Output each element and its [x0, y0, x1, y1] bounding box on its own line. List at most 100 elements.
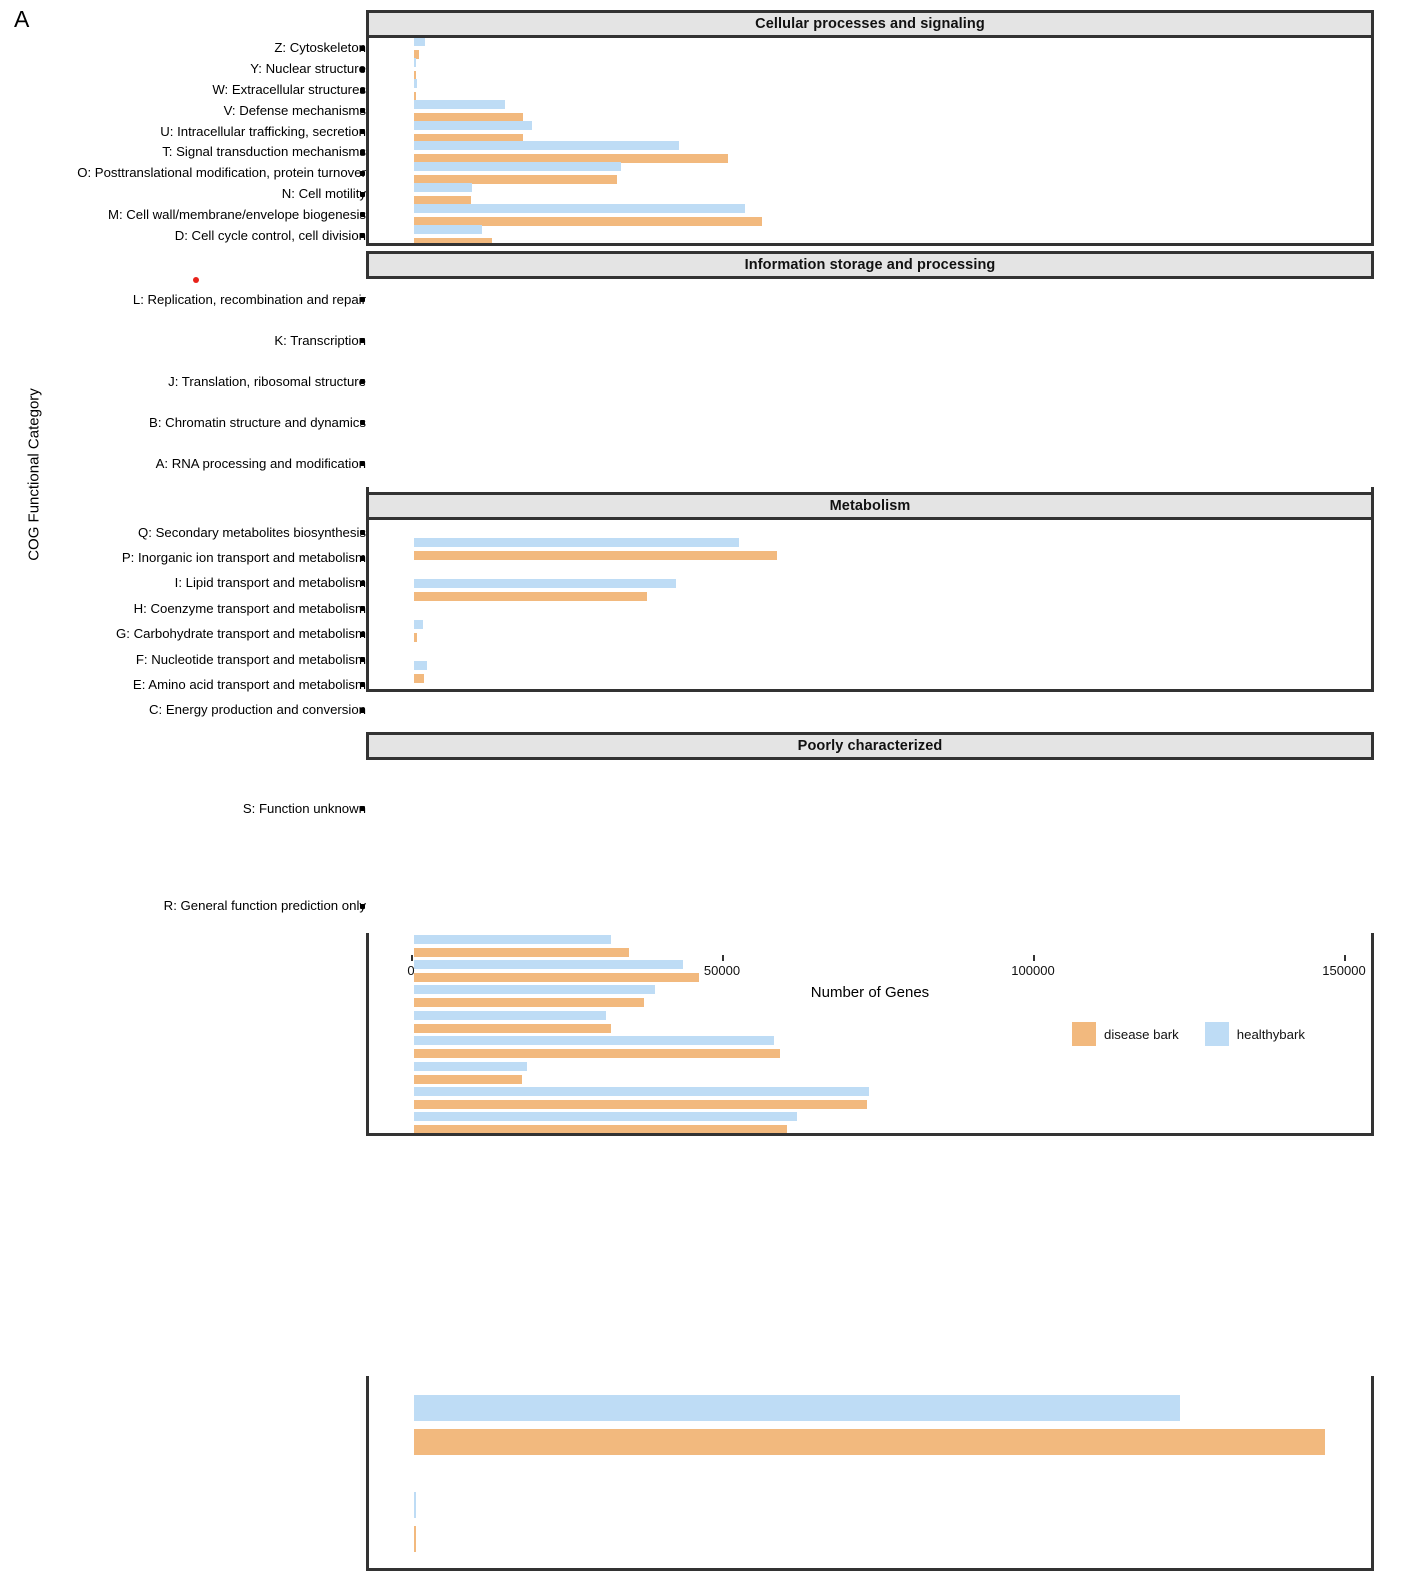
category-label: S: Function unknown	[242, 800, 366, 816]
cog-functional-category-bar-chart: A COG Functional Category Cellular proce…	[14, 6, 1374, 1571]
category-label: U: Intracellular trafficking, secretion	[160, 123, 366, 139]
bar-disease-bark	[414, 591, 648, 601]
legend-item-1[interactable]: disease bark	[1072, 1022, 1179, 1046]
legend-label: disease bark	[1104, 1026, 1179, 1042]
facet-strip-3: Metabolism	[366, 492, 1374, 520]
bar-disease-bark	[414, 550, 777, 560]
bar-disease-bark	[414, 50, 420, 60]
x-axis-tick-label: 100000	[1011, 963, 1055, 978]
category-label: K: Transcription	[274, 332, 366, 348]
x-axis-tick	[1033, 955, 1035, 961]
bar-healthybark	[414, 1492, 417, 1519]
bar-healthybark	[414, 224, 483, 234]
y-axis-title: COG Functional Category	[25, 388, 43, 561]
category-tick	[360, 580, 365, 586]
bar-disease-bark	[414, 1428, 1325, 1455]
category-tick	[360, 191, 365, 197]
category-label: D: Cell cycle control, cell division	[174, 227, 366, 243]
category-label: E: Amino acid transport and metabolism	[132, 676, 366, 692]
category-label: P: Inorganic ion transport and metabolis…	[121, 550, 366, 566]
facet-plot-4	[366, 1376, 1374, 1571]
bar-healthybark	[414, 537, 739, 547]
category-label: L: Replication, recombination and repair	[132, 291, 366, 307]
category-label: N: Cell motility	[281, 186, 366, 201]
category-tick	[360, 66, 365, 72]
legend-swatch	[1072, 1022, 1096, 1046]
bar-healthybark	[414, 58, 417, 68]
bar-healthybark	[414, 985, 656, 995]
bar-disease-bark	[414, 175, 618, 185]
x-axis: 0 50000 100000 150000	[366, 955, 1374, 1015]
category-tick	[360, 555, 365, 561]
bar-disease-bark	[414, 196, 472, 205]
bar-healthybark	[414, 1394, 1180, 1421]
category-tick	[360, 682, 365, 688]
category-tick	[360, 631, 365, 637]
legend: disease bark healthybark	[1072, 1022, 1305, 1046]
facet-strip-label: Information storage and processing	[744, 257, 996, 273]
facet-strip-label: Metabolism	[829, 498, 911, 514]
bar-healthybark	[414, 183, 473, 192]
bar-disease-bark	[414, 973, 700, 983]
bar-disease-bark	[414, 1074, 522, 1084]
bar-disease-bark	[414, 71, 416, 81]
bar-healthybark	[414, 1086, 869, 1096]
bar-disease-bark	[414, 133, 524, 143]
category-tick	[360, 903, 365, 909]
facet-strip-label: Poorly characterized	[797, 738, 943, 754]
legend-swatch	[1204, 1022, 1229, 1046]
category-label: Q: Secondary metabolites biosynthesis	[138, 524, 366, 540]
category-label: I: Lipid transport and metabolism	[174, 575, 366, 591]
panel-letter: A	[14, 6, 30, 32]
bar-disease-bark	[414, 632, 418, 642]
x-axis-tick	[722, 955, 724, 961]
category-tick	[360, 129, 365, 135]
legend-label: healthybark	[1236, 1026, 1305, 1042]
bar-disease-bark	[414, 1125, 787, 1133]
category-label: V: Defense mechanisms	[223, 102, 366, 118]
x-axis-tick-label: 50000	[703, 963, 741, 978]
x-axis-tick	[1344, 955, 1346, 961]
bar-disease-bark	[414, 1049, 780, 1059]
bar-disease-bark	[414, 237, 493, 243]
category-label: Y: Nuclear structure	[250, 61, 366, 77]
bar-disease-bark	[414, 998, 645, 1008]
bar-disease-bark	[414, 1023, 611, 1033]
bar-healthybark	[414, 1010, 606, 1020]
legend-item-2[interactable]: healthybark	[1204, 1022, 1305, 1046]
category-label: R: General function prediction only	[163, 898, 366, 914]
bar-healthybark	[414, 960, 684, 970]
category-tick	[360, 297, 365, 302]
bar-disease-bark	[414, 947, 629, 957]
category-tick	[360, 233, 365, 239]
bar-healthybark	[414, 99, 506, 109]
x-axis-tick	[411, 955, 413, 961]
bar-healthybark	[414, 660, 428, 670]
facet-plot-1	[366, 38, 1374, 246]
category-label: T: Signal transduction mechanisms	[162, 144, 366, 160]
x-axis-tick-label: 0	[407, 963, 415, 978]
bar-healthybark	[414, 203, 745, 213]
category-label: J: Translation, ribosomal structure	[168, 373, 366, 389]
category-tick	[360, 212, 365, 218]
facet-strip-1: Cellular processes and signaling	[366, 10, 1374, 38]
x-axis-title: Number of Genes	[810, 984, 930, 1001]
red-dot-marker	[193, 277, 199, 283]
category-label: C: Energy production and conversion	[149, 702, 366, 718]
bar-healthybark	[414, 38, 425, 47]
bar-healthybark	[414, 934, 611, 944]
bar-healthybark	[414, 162, 621, 172]
category-label: Z: Cytoskeleton	[274, 40, 366, 56]
category-label: F: Nucleotide transport and metabolism	[135, 651, 366, 667]
x-axis-tick-label: 150000	[1322, 963, 1366, 978]
category-tick	[360, 108, 365, 114]
category-tick	[360, 461, 365, 466]
bar-disease-bark	[414, 216, 763, 226]
bar-healthybark	[414, 619, 424, 629]
bar-healthybark	[414, 1112, 798, 1122]
category-label: G: Carbohydrate transport and metabolism	[116, 626, 366, 642]
bar-disease-bark	[414, 1099, 867, 1109]
bar-disease-bark	[414, 92, 417, 101]
category-tick	[360, 338, 365, 343]
category-tick	[360, 707, 365, 713]
